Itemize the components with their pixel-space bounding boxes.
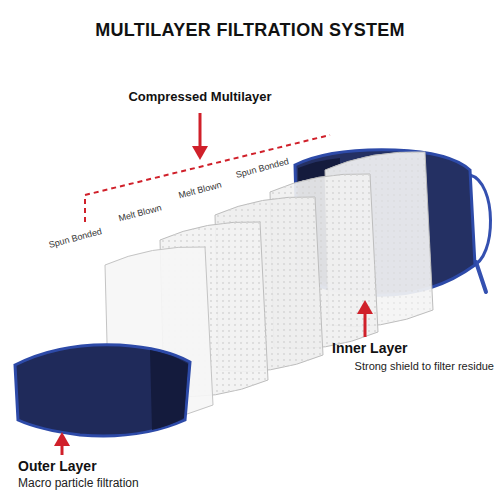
dashed-bracket [85, 135, 330, 222]
diagram-title: MULTILAYER FILTRATION SYSTEM [95, 20, 405, 41]
part-description: Macro particle filtration [18, 477, 139, 491]
part-name: Inner Layer [332, 340, 407, 356]
layer-label: Spun Bonded [47, 226, 102, 250]
outer-mask [15, 345, 190, 436]
layer-label: Melt Blown [117, 202, 162, 223]
red-arrow [54, 432, 70, 455]
part-name: Outer Layer [18, 458, 97, 474]
red-arrow [357, 300, 373, 337]
red-arrow [192, 113, 208, 160]
part-description: Strong shield to filter residue [355, 360, 494, 373]
layer-label: Melt Blown [177, 179, 222, 200]
group-label: Compressed Multilayer [128, 90, 271, 105]
layer-label: Spun Bonded [234, 156, 289, 180]
